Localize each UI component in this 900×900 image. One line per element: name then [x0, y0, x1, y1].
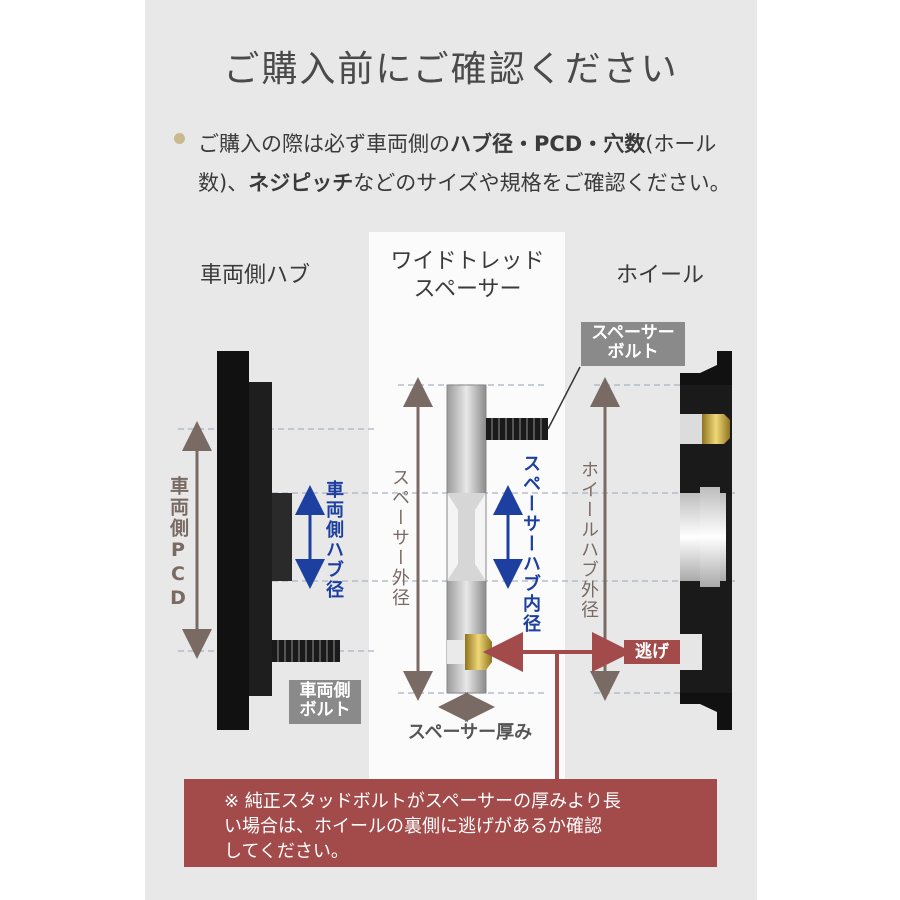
wheel	[680, 351, 732, 730]
spacer-bolt-tag: スペーサー ボルト	[581, 322, 685, 366]
spacer-header-line1: ワイドトレッド	[390, 249, 545, 274]
vehicle-bolt-tag: 車両側 ボルト	[289, 680, 361, 724]
warning-line2: い場合は、ホイールの裏側に逃げがあるか確認	[224, 816, 602, 837]
spacer-header-line2: スペーサー	[413, 277, 522, 302]
page-title: ご購入前にご確認ください	[223, 49, 679, 90]
spacer-outer-label: スペーサー外径	[389, 468, 410, 608]
vehicle-hub-dia-label: 車両側ハブ径	[323, 480, 344, 600]
wheel-hub-outer-label: ホイールハブ外径	[578, 460, 599, 620]
warning-line1: ※ 純正スタッドボルトがスペーサーの厚みより長	[224, 791, 621, 812]
warning-box: ※ 純正スタッドボルトがスペーサーの厚みより長 い場合は、ホイールの裏側に逃げが…	[184, 779, 717, 867]
spacer-hub-inner-label: スペーサーハブ内径	[520, 454, 541, 634]
column-header-wheel: ホイール	[615, 263, 704, 288]
spacer-bolt-tag-line2: ボルト	[607, 342, 659, 362]
warning-text: ※ 純正スタッドボルトがスペーサーの厚みより長 い場合は、ホイールの裏側に逃げが…	[224, 789, 694, 864]
column-header-spacer: ワイドトレッド スペーサー	[370, 248, 565, 304]
hub-plate	[249, 382, 272, 696]
notice-line1-post: (ホール	[645, 132, 717, 156]
vehicle-pcd-label: 車両側PCD	[167, 476, 189, 611]
hub-center	[272, 493, 292, 581]
column-header-vehicle-hub: 車両側ハブ	[199, 263, 310, 288]
spacer-bolt-tag-line1: スペーサー	[591, 323, 675, 343]
vehicle-bolt	[272, 640, 340, 662]
spacer-bolt	[486, 366, 581, 440]
spacer-thickness-label: スペーサー厚み	[407, 722, 533, 743]
notice-line2-pre: 数)、	[198, 171, 249, 195]
relief-label: 逃げ	[624, 640, 680, 664]
bullet-icon	[174, 133, 185, 144]
vehicle-bolt-tag-line1: 車両側	[299, 681, 351, 701]
notice-text: ご購入の際は必ず車両側のハブ径・PCD・穴数(ホール 数)、ネジピッチなどのサイ…	[198, 125, 738, 203]
notice-line1-bold: ハブ径・PCD・穴数	[450, 132, 646, 156]
notice-line2-bold: ネジピッチ	[248, 171, 354, 195]
hub-flange	[217, 351, 249, 730]
vehicle-bolt-tag-line2: ボルト	[299, 700, 351, 720]
notice-line2-post: などのサイズや規格をご確認ください。	[353, 171, 731, 195]
notice-line1-pre: ご購入の際は必ず車両側の	[198, 132, 450, 156]
warning-line3: してください。	[224, 841, 349, 862]
